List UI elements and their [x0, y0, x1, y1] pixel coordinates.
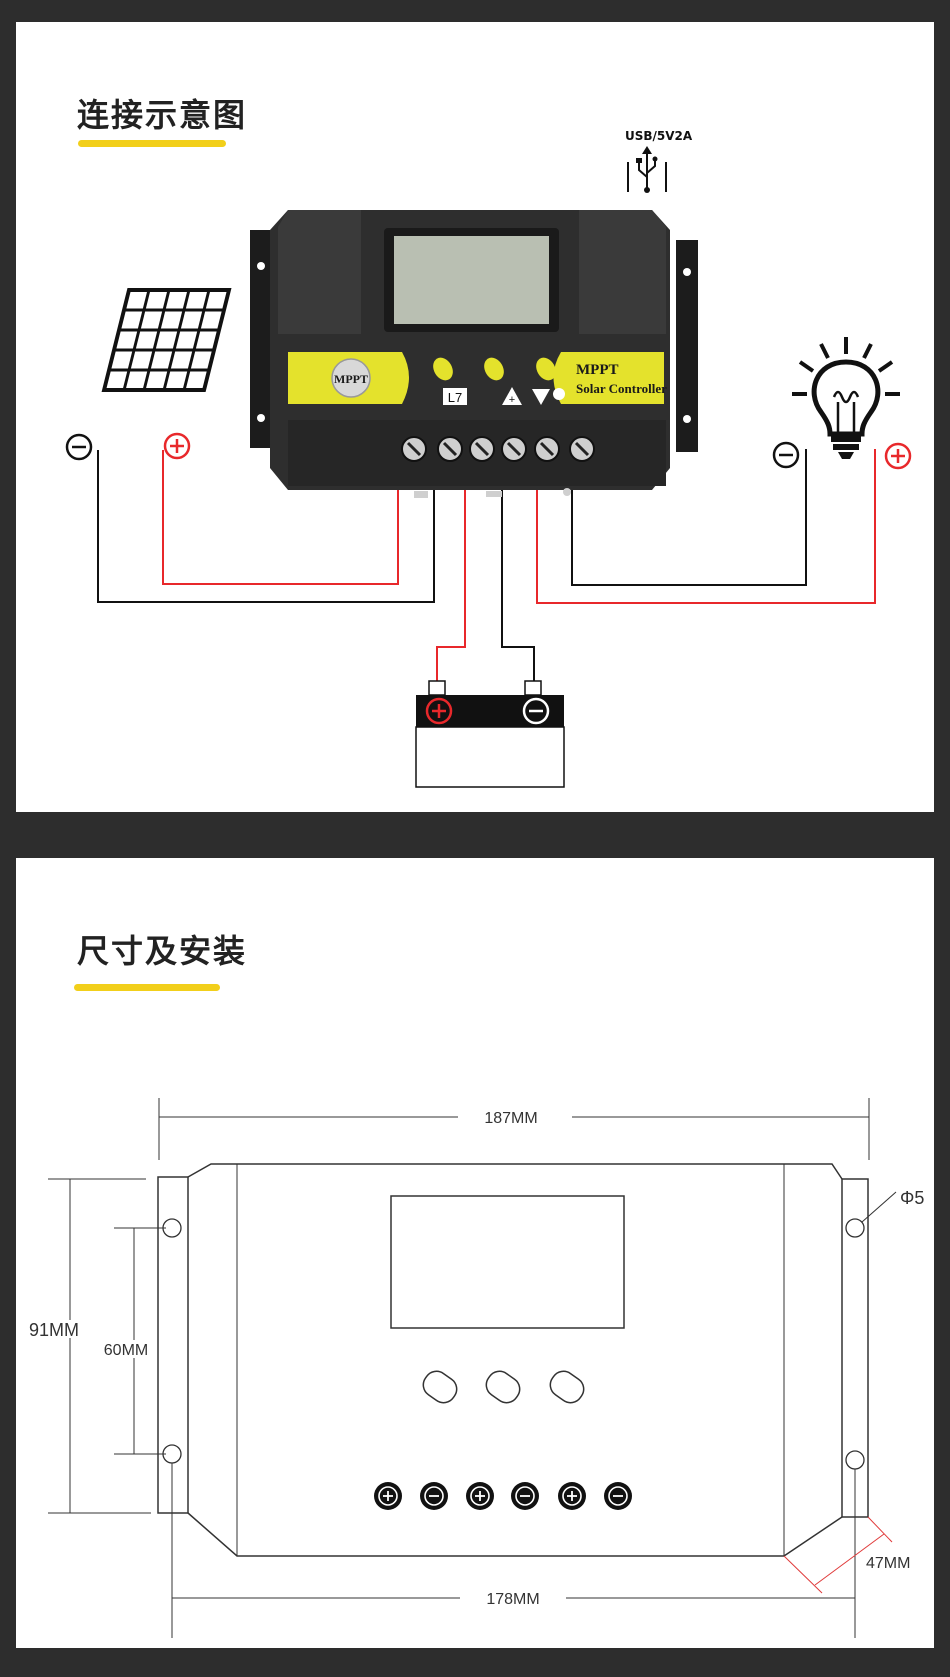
hole-spacing-dimension [171, 1463, 856, 1638]
lcd-window-outline [390, 1195, 625, 1329]
down-icon [532, 389, 550, 405]
battery-icon [415, 680, 565, 788]
terminal-negative [420, 1482, 448, 1510]
terminal-screw [401, 436, 427, 462]
button-outline [422, 1370, 458, 1404]
up-button [484, 357, 504, 381]
button-outline [549, 1370, 585, 1404]
bulb-small-icon [553, 388, 565, 400]
left-mounting-flange [250, 230, 272, 448]
panel-negative-wire [97, 450, 435, 603]
mounting-hole [683, 268, 691, 276]
depth-label: 47MM [866, 1555, 910, 1572]
connection-diagram: USB/5V2A [65, 129, 912, 788]
mounting-hole-outline [845, 1218, 865, 1238]
section-title-dimensions: 尺寸及安装 [77, 932, 248, 970]
terminal-labels [414, 488, 571, 498]
load-positive-symbol [884, 442, 912, 470]
terminal-negative [604, 1482, 632, 1510]
dimension-diagram-panel: 尺寸及安装 187MM [16, 858, 934, 1648]
load-negative-wire [571, 449, 807, 586]
terminal-negative [511, 1482, 539, 1510]
up-icon [502, 387, 522, 405]
solar-controller-device: MPPT MPPT Solar Controller L7 + [250, 210, 698, 498]
mode-icon [443, 388, 467, 405]
right-mounting-flange [676, 240, 698, 452]
mppt-badge: MPPT [331, 358, 371, 398]
title-underline [74, 984, 220, 991]
light-bulb-icon [792, 337, 900, 459]
controller-buttons: L7 + [433, 357, 565, 406]
width-total-label: 187MM [484, 1110, 537, 1127]
menu-button [433, 357, 453, 381]
solar-panel-icon [101, 288, 232, 392]
terminal-screws [401, 436, 595, 462]
battery-negative-wire [501, 490, 535, 682]
hole-diameter-label: Φ5 [900, 1188, 924, 1208]
load-positive-wire [536, 449, 876, 604]
terminal-positive [466, 1482, 494, 1510]
terminal-screw [437, 436, 463, 462]
width-dimension [158, 1098, 870, 1160]
battery-positive-wire [436, 490, 466, 682]
battery-positive-terminal [425, 697, 453, 725]
terminal-positive [558, 1482, 586, 1510]
button-outline [485, 1370, 521, 1404]
terminal-screw [569, 436, 595, 462]
mounting-hole-outline [845, 1450, 865, 1470]
terminal-screw [501, 436, 527, 462]
svg-text:MPPT: MPPT [334, 372, 368, 386]
usb-icon: USB/5V2A [625, 129, 693, 193]
terminal-screw [534, 436, 560, 462]
panel-negative-symbol [65, 433, 93, 461]
width-holes-label: 178MM [486, 1591, 539, 1608]
dimension-diagram: 187MM [29, 1098, 924, 1638]
height-dimensions [48, 1178, 166, 1514]
height-total-label: 91MM [29, 1320, 79, 1340]
down-button [536, 357, 556, 381]
load-negative-symbol [772, 441, 800, 469]
terminal-row [374, 1482, 632, 1510]
svg-text:L7: L7 [448, 390, 462, 405]
controller-name: Solar Controller [576, 381, 667, 396]
battery-negative-terminal [522, 697, 550, 725]
svg-text:+: + [509, 394, 515, 406]
terminal-screw [469, 436, 495, 462]
depth-dimension [783, 1516, 893, 1594]
mounting-hole [257, 414, 265, 422]
wiring [97, 449, 876, 682]
section-title-connection: 连接示意图 [77, 96, 248, 134]
lcd-screen [394, 236, 549, 324]
connection-diagram-panel: 连接示意图 USB/5V2A [16, 22, 934, 812]
usb-label: USB/5V2A [625, 129, 693, 143]
panel-positive-symbol [163, 432, 191, 460]
mounting-hole [683, 415, 691, 423]
panel-positive-wire [162, 450, 399, 585]
height-holes-label: 60MM [104, 1342, 148, 1359]
controller-brand: MPPT [576, 362, 619, 378]
terminal-positive [374, 1482, 402, 1510]
mounting-hole [257, 262, 265, 270]
title-underline [78, 140, 226, 147]
